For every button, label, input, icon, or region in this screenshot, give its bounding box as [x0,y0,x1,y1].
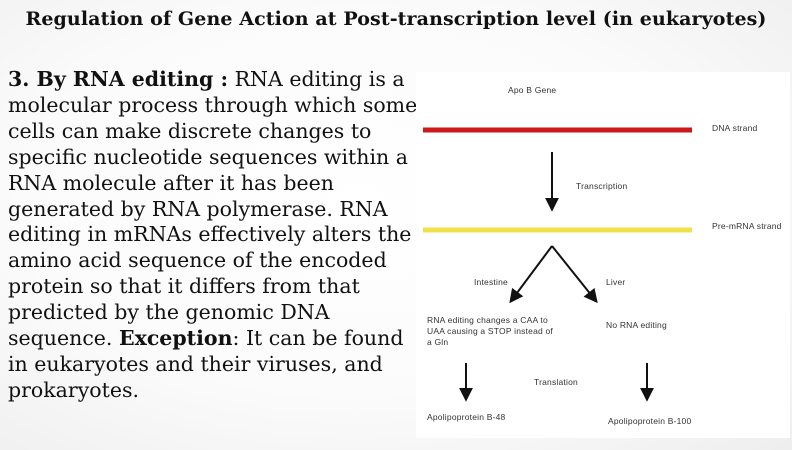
translation-label: Translation [534,377,578,387]
paragraph-text: RNA editing is a molecular process throu… [8,67,418,351]
rna-editing-note: RNA editing changes a CAA to UAA causing… [427,315,553,347]
no-editing-label: No RNA editing [606,320,667,330]
branch-arrow-intestine [509,245,553,304]
slide-title: Regulation of Gene Action at Post-transc… [25,8,767,30]
exception-term: Exception [118,326,233,351]
product-b48-label: Apolipoprotein B-48 [427,412,506,422]
section-heading: 3. By RNA editing : [8,67,229,91]
diagram-graphics [423,127,692,402]
paragraph-text-end: : It can be found in eukaryotes and thei… [8,326,404,402]
branch-arrow-liver [551,245,598,304]
body-paragraph: 3. By RNA editing : RNA editing is a mol… [8,67,418,404]
gene-label: Apo B Gene [508,85,557,95]
product-b100-label: Apolipoprotein B-100 [608,416,692,426]
dna-strand-label: DNA strand [712,123,758,133]
pre-mrna-label: Pre-mRNA strand [712,221,782,231]
intestine-label: Intestine [474,277,508,287]
transcription-label: Transcription [576,181,628,191]
rna-editing-diagram: Apo B Gene DNA strand Transcription Pre-… [416,72,790,438]
liver-label: Liver [606,277,626,287]
